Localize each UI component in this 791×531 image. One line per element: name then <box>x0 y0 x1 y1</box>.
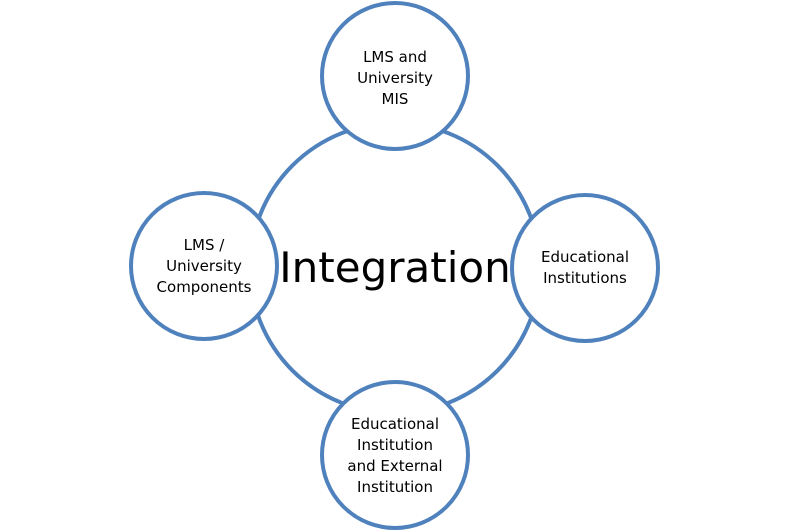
center-label: Integration <box>279 243 511 292</box>
bottom-node-label: Educational Institution and External Ins… <box>347 415 443 496</box>
left-node-circle <box>129 191 279 341</box>
left-node-label: LMS / University Components <box>156 235 252 296</box>
top-node-label: LMS and University MIS <box>357 47 433 108</box>
top-node-circle <box>320 1 470 151</box>
bottom-node-circle <box>320 380 470 530</box>
right-node-circle <box>510 193 660 343</box>
right-node-label: Educational Institutions <box>540 248 630 287</box>
